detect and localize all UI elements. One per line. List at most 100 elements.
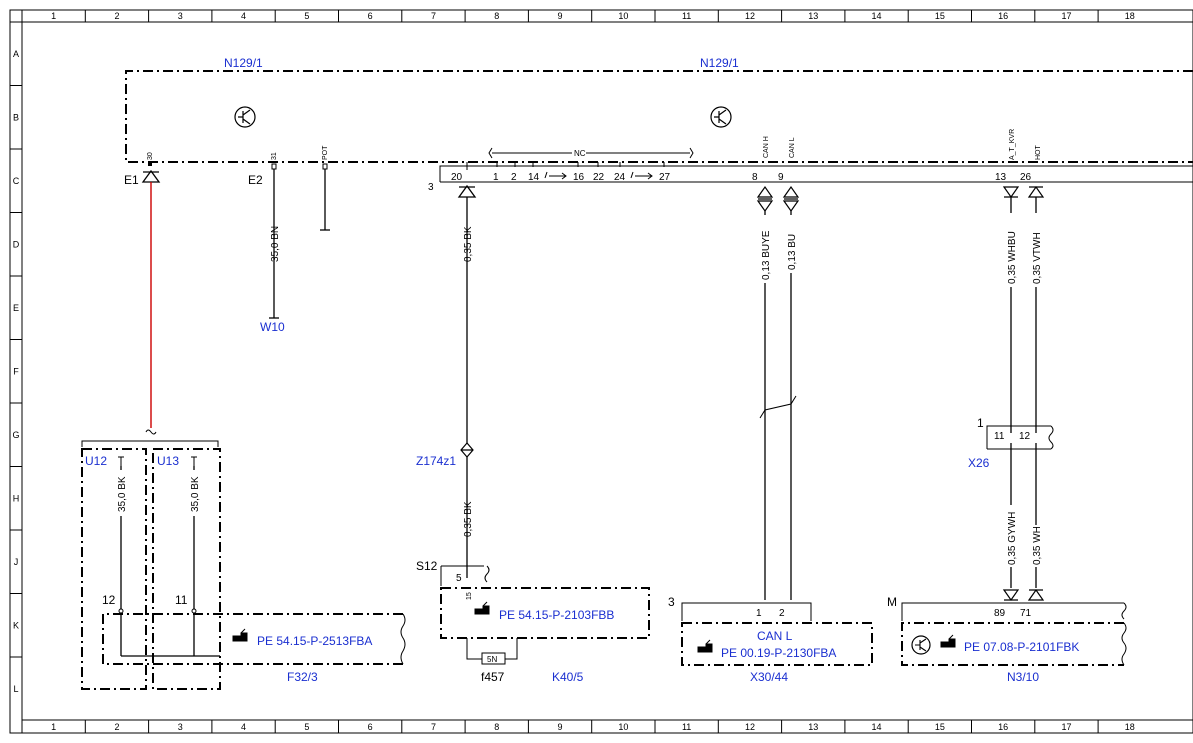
red-wire-end: [145, 429, 157, 435]
n129-right-label: N129/1: [700, 56, 739, 70]
can-h-pin-label: CAN H: [763, 136, 770, 158]
n3-10-outline: [901, 622, 1124, 666]
row-label: E: [13, 303, 19, 313]
column-label: 9: [558, 11, 563, 21]
pin-14-label: 14: [528, 172, 540, 183]
wire-035whbu-label: 0,35 WHBU: [1007, 231, 1018, 284]
column-label: 5: [304, 722, 309, 732]
outer-frame: [9, 9, 1193, 734]
column-ticks: [21, 10, 1099, 733]
x30-connector-3-label: 3: [668, 595, 675, 609]
k40-reference[interactable]: PE 54.15-P-2103FBB: [499, 608, 614, 622]
n3-connector: [901, 602, 1124, 621]
pin-31-label: 31: [271, 152, 278, 160]
column-label: 3: [178, 11, 183, 21]
u13-label-bg: [186, 470, 202, 516]
vtwh-label-bg: [1028, 213, 1044, 287]
connector-3-label: 3: [428, 182, 434, 193]
wh-label-bg: [1028, 525, 1044, 567]
column-label: 18: [1125, 722, 1135, 732]
column-label: 4: [241, 11, 246, 21]
x30-reference[interactable]: PE 00.19-P-2130FBA: [721, 646, 836, 660]
nc-link-symbol: [544, 171, 567, 180]
column-label: 12: [745, 11, 755, 21]
x26-break: [1048, 425, 1054, 450]
u13-label: U13: [157, 454, 179, 468]
column-label: 12: [745, 722, 755, 732]
column-label: 14: [872, 11, 882, 21]
f457-label: f457: [481, 670, 505, 684]
column-label: 16: [998, 722, 1008, 732]
u13-outline: [152, 448, 221, 690]
wire-013buye-label: 0,13 BUYE: [761, 230, 772, 280]
n3-pin89-label: 89: [994, 608, 1006, 619]
x30-can-l-label[interactable]: CAN L: [757, 629, 793, 643]
can-l-label-bg: [783, 215, 799, 273]
can-h-label-bg: [757, 215, 773, 283]
nc-label: NC: [574, 149, 586, 158]
wh-connector: [1027, 588, 1045, 601]
wire-035vtwh-label: 0,35 VTWH: [1032, 232, 1043, 284]
e2-label: E2: [248, 173, 263, 187]
f32-reference[interactable]: PE 54.15-P-2513FBA: [257, 634, 372, 648]
u12-label: U12: [85, 454, 107, 468]
twisted-pair-mark: [759, 395, 797, 419]
row-label: G: [12, 430, 19, 440]
gywh-label-bg: [1003, 505, 1019, 567]
nc-pin-ticks: [466, 162, 665, 170]
pin-16-label: 16: [573, 172, 585, 183]
f32-3-outline: [102, 613, 403, 665]
nc-link-symbol: [630, 171, 653, 180]
main-connector-strip: [439, 165, 1193, 183]
pin-24-label: 24: [614, 172, 626, 183]
pin-13-label: 13: [995, 172, 1007, 183]
n3-reference[interactable]: PE 07.08-P-2101FBK: [964, 640, 1079, 654]
x26-connector-1-label: 1: [977, 416, 984, 430]
n129-left-label: N129/1: [224, 56, 263, 70]
column-label: 9: [558, 722, 563, 732]
column-label: 11: [682, 722, 691, 732]
pointing-hand-icon: [697, 639, 713, 653]
column-label: 1: [51, 11, 56, 21]
z174z1-splice: [460, 442, 474, 458]
u12-pin12-label: 12: [102, 593, 116, 607]
s12-pin5-label: 5: [456, 573, 462, 584]
wire-035bk-lower-label: 0,35 BK: [463, 501, 474, 537]
nc-bracket: [488, 147, 694, 159]
z174z1-label: Z174z1: [416, 454, 456, 468]
column-label: 3: [178, 722, 183, 732]
a-t-kvr-connector: [1002, 186, 1020, 199]
column-label: 5: [304, 11, 309, 21]
column-label: 8: [494, 11, 499, 21]
x26-outline: [986, 425, 1051, 450]
column-label: 15: [935, 11, 945, 21]
wire-35bk-u13-label: 35,0 BK: [190, 476, 201, 512]
column-label: 16: [998, 11, 1008, 21]
whbu-label-bg: [1003, 213, 1019, 287]
u12-outline: [81, 448, 147, 690]
row-label: C: [13, 176, 20, 186]
row-label: F: [13, 366, 19, 376]
x30-44-label: X30/44: [750, 670, 788, 684]
s12-outline: [440, 565, 484, 586]
x30-pin1-label: 1: [756, 608, 762, 619]
wire-35bk-u12-label: 35,0 BK: [117, 476, 128, 512]
u13-terminal: [191, 456, 197, 466]
column-label: 17: [1061, 722, 1071, 732]
fuse-icon: [481, 652, 506, 665]
pin-1-label: 1: [493, 172, 499, 183]
s12-break: [484, 565, 490, 583]
x30-44-outline: [681, 622, 873, 666]
column-label: 7: [431, 11, 436, 21]
row-label: D: [13, 239, 20, 249]
e1-connector: [141, 169, 161, 183]
hot-connector: [1027, 185, 1045, 198]
pin-20-connector: [457, 184, 477, 198]
n3-connector-break: [1121, 602, 1127, 620]
x30-connector: [681, 602, 812, 621]
column-label: 10: [618, 11, 628, 21]
k40-5-outline: [440, 587, 650, 639]
w10-label: W10: [260, 320, 285, 334]
